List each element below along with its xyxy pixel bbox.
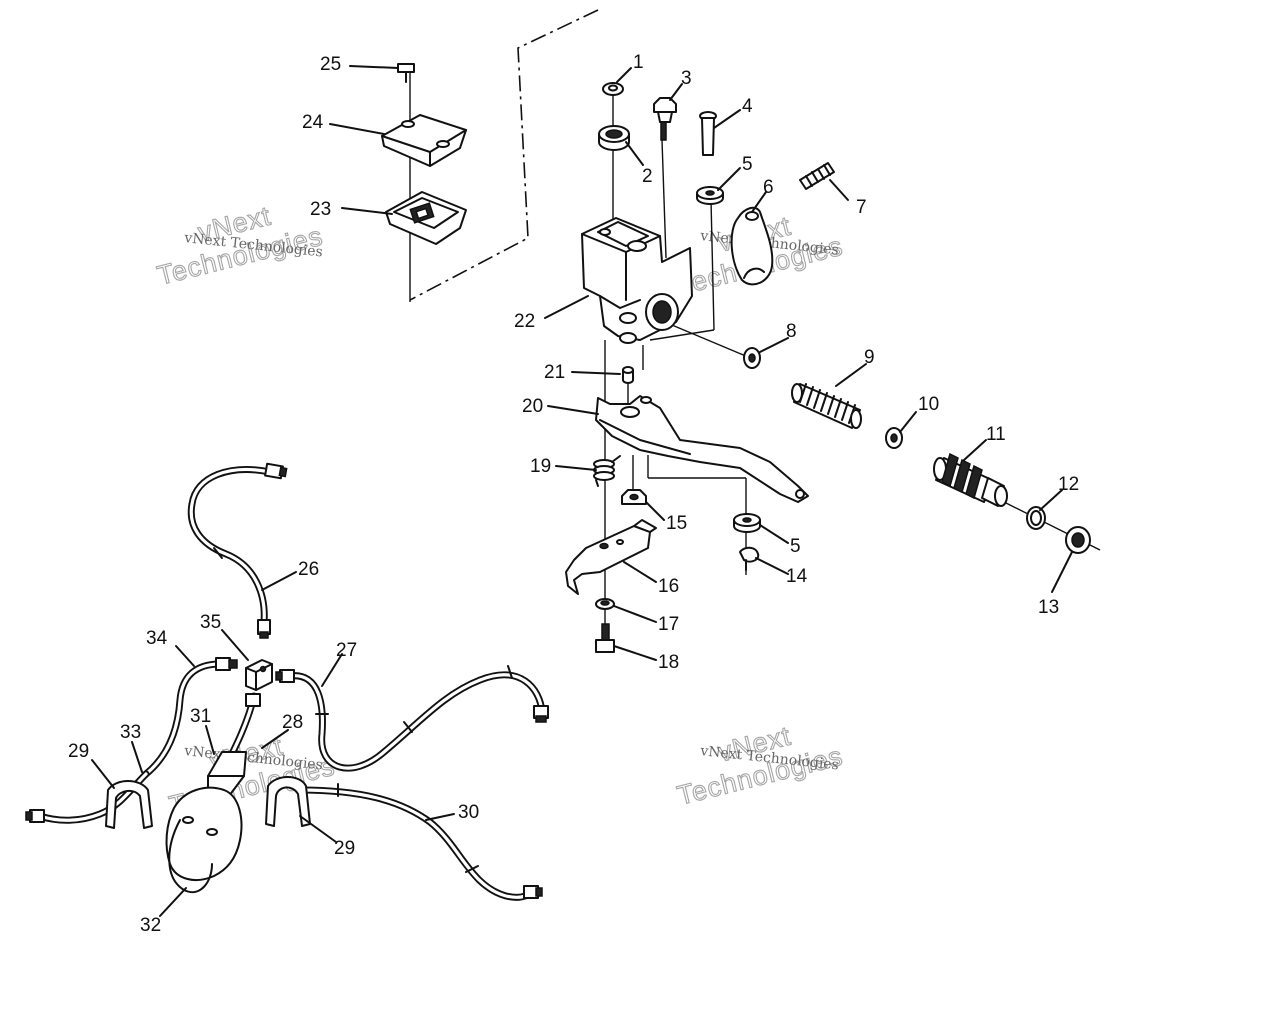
callout-22: 22 (514, 311, 535, 332)
callout-24: 24 (302, 112, 324, 133)
part-17-washer (595, 598, 615, 610)
callout-11: 11 (986, 424, 1006, 445)
brake-hose-assembly (25, 462, 549, 901)
callout-15: 15 (666, 513, 687, 534)
callout-28: 28 (282, 712, 303, 733)
callout-29-left: 29 (68, 741, 89, 762)
part-9-spring (791, 383, 862, 429)
part-20-lever (595, 395, 809, 503)
callout-21: 21 (544, 362, 565, 383)
part-18-screw (595, 623, 615, 653)
callout-5-upper: 5 (742, 154, 753, 175)
callout-30: 30 (458, 802, 479, 823)
part-11-piston (933, 452, 1008, 507)
part-25-screw (397, 63, 415, 83)
part-24-cover (381, 114, 467, 167)
callout-16: 16 (658, 576, 679, 597)
callout-31: 31 (190, 706, 211, 727)
assembly-lines (409, 9, 1101, 650)
callout-29-right: 29 (334, 838, 355, 859)
callout-13: 13 (1038, 597, 1059, 618)
part-30-hose (296, 783, 543, 901)
lever-assembly (565, 395, 809, 653)
watermark-group: vNext Technologies vNext Technologies vN… (154, 200, 847, 821)
part-12-ring (1026, 506, 1046, 530)
callout-5-lower: 5 (790, 536, 801, 557)
callout-numbers: 1 2 3 4 5 6 7 8 9 10 11 12 13 14 15 16 1… (68, 52, 1079, 936)
part-27-hose (275, 665, 549, 772)
callout-2: 2 (642, 166, 653, 187)
callout-10: 10 (918, 394, 939, 415)
part-3-bolt (653, 97, 677, 141)
leader-lines (91, 65, 1073, 917)
callout-26: 26 (298, 559, 319, 580)
part-26-hose (187, 462, 288, 639)
part-1-washer (602, 82, 624, 96)
callout-8: 8 (786, 321, 797, 342)
part-7-set-screw (799, 162, 835, 190)
callout-34: 34 (146, 628, 168, 649)
part-2-cap (598, 125, 630, 151)
part-5-bushing-upper (696, 186, 724, 205)
part-6-bracket (730, 206, 774, 286)
part-10-washer (885, 427, 903, 449)
part-14-clip (739, 546, 760, 571)
part-35-junction-block (245, 659, 273, 691)
callout-18: 18 (658, 652, 679, 673)
callout-23: 23 (310, 199, 331, 220)
callout-17: 17 (658, 614, 679, 635)
callout-3: 3 (681, 68, 692, 89)
part-21-bushing (622, 366, 634, 384)
callout-32: 32 (140, 915, 161, 936)
callout-4: 4 (742, 96, 753, 117)
callout-33: 33 (120, 722, 141, 743)
part-13-boot (1065, 526, 1091, 554)
callout-12: 12 (1058, 474, 1079, 495)
part-19-spring (593, 455, 621, 487)
part-16-bracket (565, 519, 657, 595)
callout-14: 14 (786, 566, 808, 587)
dashed-guide-line (409, 9, 599, 301)
callout-19: 19 (530, 456, 551, 477)
part-8-washer (743, 347, 761, 369)
callout-9: 9 (864, 347, 875, 368)
part-34-hose (142, 657, 238, 778)
part-29-clamp-left (105, 780, 153, 829)
callout-1: 1 (633, 52, 644, 73)
part-4-pin (699, 111, 717, 156)
piston-assembly (743, 347, 1091, 554)
part-15-nut (621, 489, 647, 505)
part-29-clamp-right (265, 776, 311, 827)
callout-35: 35 (200, 612, 221, 633)
callout-20: 20 (522, 396, 543, 417)
part-32-strap (165, 786, 243, 893)
part-5-bushing-lower (733, 513, 761, 533)
master-cylinder-assembly (381, 63, 835, 384)
callout-6: 6 (763, 177, 774, 198)
part-22-master-cylinder (581, 217, 693, 344)
callout-27: 27 (336, 640, 357, 661)
part-23-diaphragm (385, 191, 467, 245)
callout-7: 7 (856, 197, 867, 218)
callout-25: 25 (320, 54, 341, 75)
